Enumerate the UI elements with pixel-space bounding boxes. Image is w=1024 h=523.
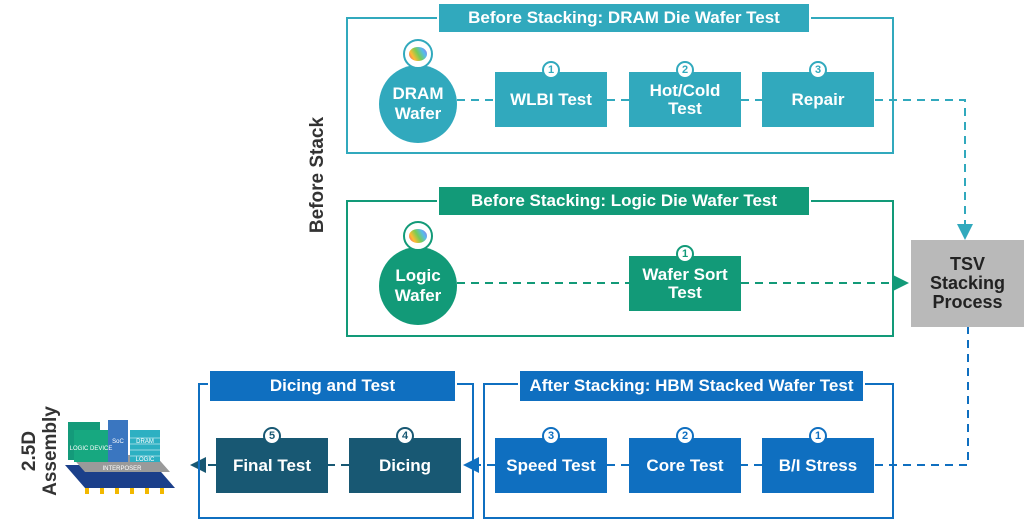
step-label: Final Test xyxy=(232,455,312,475)
step-number: 2 xyxy=(676,61,694,79)
step-number: 1 xyxy=(809,427,827,445)
step-number: 4 xyxy=(396,427,414,445)
before-stack-label: Before Stack xyxy=(307,116,328,234)
assembly-label-line2: Assembly xyxy=(40,406,61,496)
step-number: 2 xyxy=(676,427,694,445)
step-number: 3 xyxy=(542,427,560,445)
package-label-logic: LOGIC xyxy=(136,457,155,463)
dram-wafer-node: DRAM Wafer xyxy=(379,39,457,143)
step-label: Speed Test xyxy=(506,455,596,475)
package-label-logic-device: LOGIC DEVICE xyxy=(70,446,113,452)
step-number: 5 xyxy=(263,427,281,445)
step-label: Core Test xyxy=(646,455,724,475)
step-label: Repair xyxy=(791,89,845,109)
step-label: Hot/Cold Test xyxy=(649,80,721,118)
step-label: Dicing xyxy=(379,455,431,475)
wafer-icon xyxy=(403,221,433,251)
tsv-stacking-process: TSV Stacking Process xyxy=(911,240,1024,327)
hbm-package-image: LOGIC DEVICE SoC DRAM LOGIC INTERPOSER xyxy=(65,420,175,494)
package-label-dram: DRAM xyxy=(136,439,154,445)
logic-section-title: Before Stacking: Logic Die Wafer Test xyxy=(437,185,811,217)
step-label: Wafer Sort Test xyxy=(642,264,728,302)
hbm-section-title: After Stacking: HBM Stacked Wafer Test xyxy=(518,369,865,403)
logic-wafer-label: Logic Wafer xyxy=(394,266,442,305)
dram-section-title: Before Stacking: DRAM Die Wafer Test xyxy=(437,2,811,34)
dicing-section-title: Dicing and Test xyxy=(208,369,457,403)
assembly-label-line1: 2.5D xyxy=(19,430,40,472)
wafer-icon xyxy=(403,39,433,69)
package-label-interposer: INTERPOSER xyxy=(102,466,142,472)
logic-wafer-node: Logic Wafer xyxy=(379,221,457,325)
package-label-soc: SoC xyxy=(112,439,124,445)
step-number: 1 xyxy=(676,245,694,263)
step-label: WLBI Test xyxy=(510,89,592,109)
tsv-label: TSV Stacking Process xyxy=(929,254,1006,312)
step-number: 3 xyxy=(809,61,827,79)
dram-wafer-label: DRAM Wafer xyxy=(392,84,444,123)
step-label: B/I Stress xyxy=(778,455,858,475)
step-number: 1 xyxy=(542,61,560,79)
